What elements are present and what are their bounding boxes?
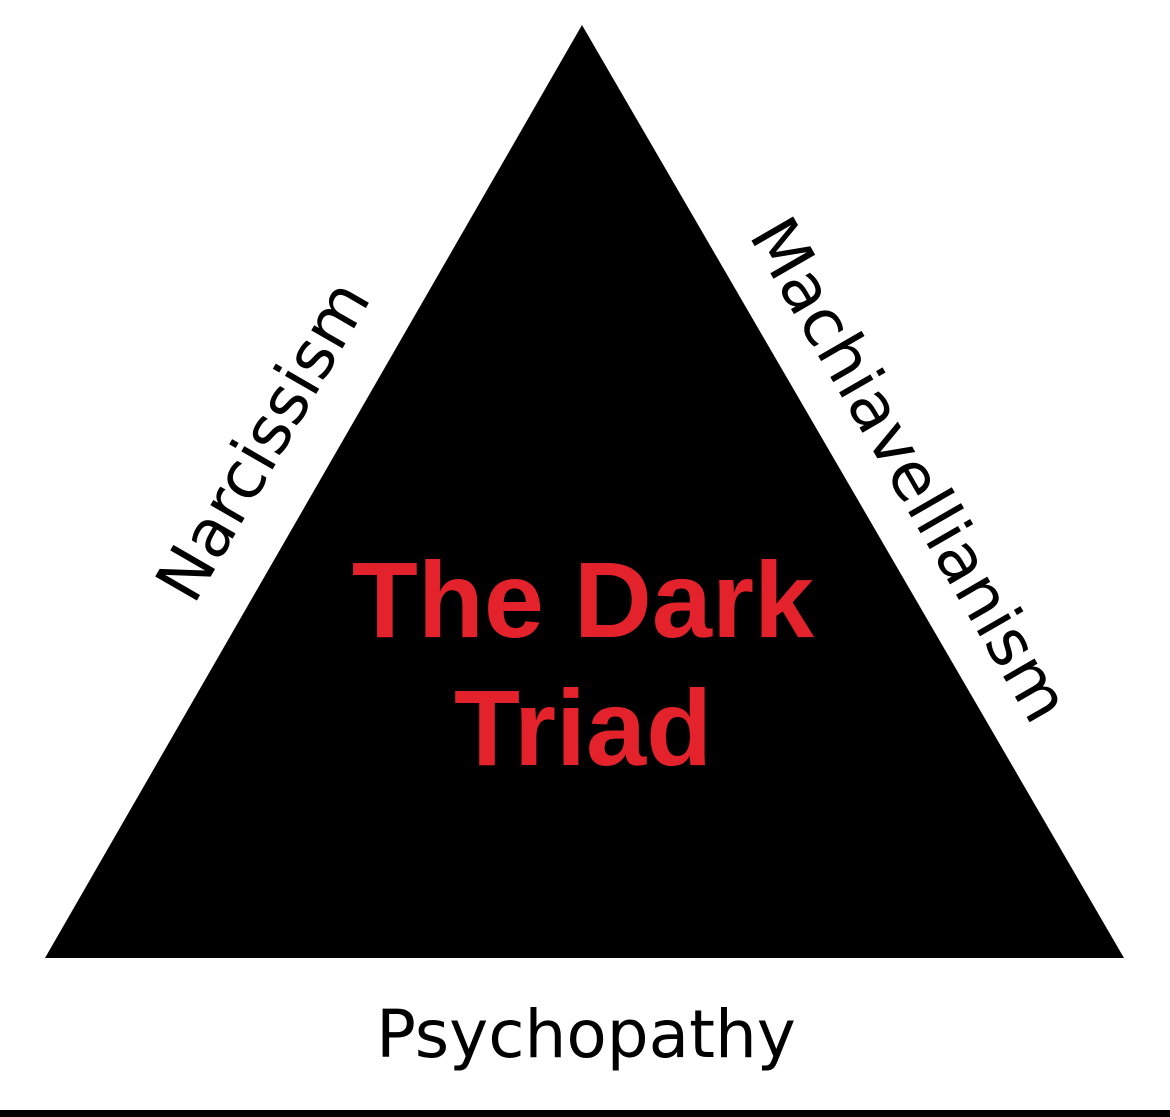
title-line-1: The Dark: [352, 539, 815, 660]
label-psychopathy: Psychopathy: [376, 996, 796, 1073]
title-line-2: Triad: [454, 667, 712, 788]
triad-triangle: [45, 25, 1124, 958]
footer-rule: [0, 1110, 1170, 1117]
